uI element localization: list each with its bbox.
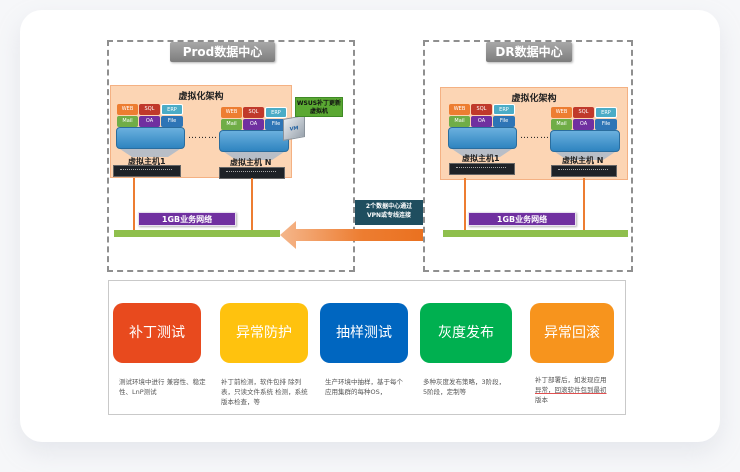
app-mail: Mail	[117, 116, 138, 127]
dr-hosts-ellipsis: ………	[520, 131, 550, 141]
prod-hostn-connector	[224, 152, 284, 160]
step-patch-test: 补丁测试	[113, 303, 201, 363]
prod-host1-server-icon	[113, 165, 181, 177]
app-mail: Mail	[551, 119, 572, 130]
dr-host1-server-icon	[449, 163, 515, 175]
step-exception-protection-desc: 补丁前检测，软件包排 除列表，只读文件系统 检测，系统版本检查，等	[221, 378, 308, 406]
app-mail: Mail	[449, 116, 470, 127]
step-exception-rollback: 异常回滚	[530, 303, 614, 363]
prod-hostn-storage	[219, 130, 289, 152]
app-erp: ERP	[161, 104, 183, 115]
vpn-link-label: 2个数据中心通过 VPN或专线连接	[355, 200, 423, 225]
wsus-label-text: WSUS补丁更新虚拟机	[296, 100, 342, 115]
dr-hostn-storage	[550, 130, 620, 152]
dr-host1-link	[464, 178, 466, 230]
app-erp: ERP	[595, 107, 617, 118]
app-file: File	[595, 119, 617, 130]
app-file: File	[161, 116, 183, 127]
app-file: File	[265, 119, 287, 130]
vpn-label-line1: 2个数据中心通过	[365, 203, 413, 210]
prod-network-label: 1GB业务网络	[138, 212, 236, 226]
vm-cube-icon: VM	[283, 115, 305, 141]
prod-virt-title: 虚拟化架构	[178, 92, 224, 102]
app-sql: SQL	[471, 104, 492, 115]
dr-host1-storage	[448, 127, 517, 149]
dr-hostn-link	[583, 178, 585, 230]
prod-hostn-link	[251, 178, 253, 230]
rollback-desc-line2: 异常，回滚软件包到最初	[535, 386, 607, 394]
dr-network-bar	[443, 230, 628, 237]
step-patch-test-desc: 测试环境中进行 兼容性、稳定性、LnP测试	[119, 378, 206, 396]
step-exception-protection: 异常防护	[220, 303, 308, 363]
app-sql: SQL	[573, 107, 594, 118]
step-gray-release-desc: 多种灰度发布策略，3阶段，5阶段，定制等	[423, 378, 506, 396]
app-sql: SQL	[243, 107, 264, 118]
prod-host1-connector	[120, 149, 180, 157]
app-erp: ERP	[265, 107, 287, 118]
app-file: File	[493, 116, 515, 127]
step-sample-test: 抽样测试	[320, 303, 408, 363]
app-erp: ERP	[493, 104, 515, 115]
dr-hostn-server-icon	[551, 165, 617, 177]
bidirectional-link-arrow	[280, 221, 444, 249]
link-arrow-shape	[280, 221, 444, 249]
wsus-patch-vm-label: WSUS补丁更新虚拟机	[295, 97, 343, 117]
rollback-desc-line3: 版本	[535, 396, 548, 404]
vpn-label-line2: VPN或专线连接	[366, 212, 412, 219]
dr-host1-connector	[452, 149, 512, 157]
prod-hostn-label: 虚拟主机 N	[230, 158, 272, 167]
dr-network-label: 1GB业务网络	[468, 212, 576, 226]
app-oa: OA	[471, 116, 492, 127]
prod-datacenter-title: Prod数据中心	[170, 42, 275, 62]
prod-host1-link	[133, 178, 135, 230]
dr-host1-label: 虚拟主机1	[462, 154, 500, 163]
app-web: WEB	[551, 107, 572, 118]
prod-host1-label: 虚拟主机1	[128, 157, 166, 166]
patch-process-panel: 补丁测试 异常防护 抽样测试 灰度发布 异常回滚 测试环境中进行 兼容性、稳定性…	[108, 280, 626, 415]
app-web: WEB	[117, 104, 138, 115]
app-oa: OA	[243, 119, 264, 130]
dr-hostn-connector	[555, 152, 615, 160]
app-web: WEB	[221, 107, 242, 118]
dr-hostn-label: 虚拟主机 N	[562, 156, 604, 165]
prod-host1-storage	[116, 127, 185, 149]
rollback-desc-line1: 补丁部署后，如发现应用	[535, 376, 607, 384]
app-oa: OA	[139, 116, 160, 127]
step-gray-release: 灰度发布	[420, 303, 512, 363]
app-oa: OA	[573, 119, 594, 130]
dr-virt-title: 虚拟化架构	[511, 94, 557, 104]
step-sample-test-desc: 生产环境中抽样，基于每个应用集群的每种OS，	[325, 378, 403, 396]
prod-hosts-ellipsis: ………	[188, 131, 218, 141]
dr-datacenter-title: DR数据中心	[486, 42, 572, 62]
prod-network-bar	[114, 230, 280, 237]
app-sql: SQL	[139, 104, 160, 115]
app-web: WEB	[449, 104, 470, 115]
app-mail: Mail	[221, 119, 242, 130]
step-exception-rollback-desc: 补丁部署后，如发现应用 异常，回滚软件包到最初 版本	[535, 375, 619, 405]
